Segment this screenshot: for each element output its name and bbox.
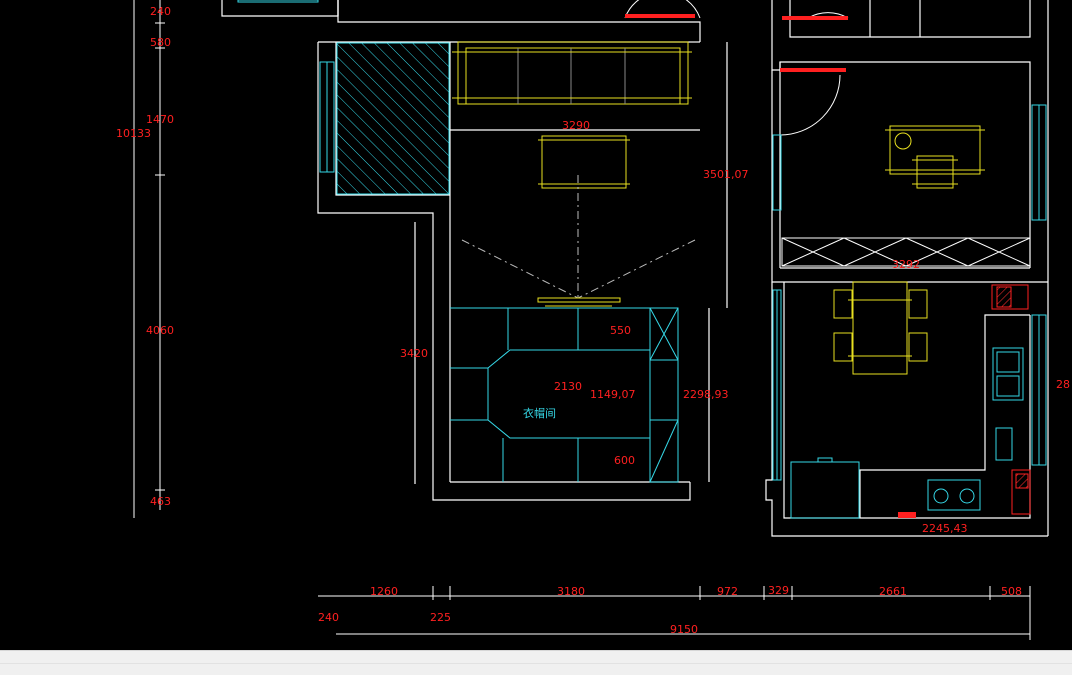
dim-closet-width: 2130: [554, 380, 582, 393]
wardrobe: [781, 237, 1031, 267]
kitchen-fixtures: [790, 284, 1031, 519]
dim-closet-top: 550: [610, 324, 631, 337]
dim-left-580: 580: [150, 36, 171, 49]
coffee-table: [538, 135, 630, 189]
walk-in-closet: [450, 307, 679, 483]
dim-left-1470: 1470: [146, 113, 174, 126]
status-bar: [0, 650, 1072, 675]
room-label-walk-in-closet: 衣帽间: [523, 406, 556, 420]
dim-bottom-240: 240: [318, 611, 339, 624]
desk-chair: [885, 125, 985, 189]
windows: [237, 0, 1047, 481]
dim-left-463: 463: [150, 495, 171, 508]
dim-sofa-width: 3290: [562, 119, 590, 132]
dim-bottom-225: 225: [430, 611, 451, 624]
dining-table: [833, 281, 928, 375]
doors: [624, 0, 849, 136]
left-dimension-axis: [133, 0, 165, 518]
drawing-canvas[interactable]: 240 580 1470 10133 4060 463 3290 3501,07…: [0, 0, 1072, 650]
dim-bottom-3180: 3180: [557, 585, 585, 598]
dim-bottom-1260: 1260: [370, 585, 398, 598]
dim-bottom-329: 329: [768, 584, 789, 597]
dim-right-edge: 28: [1056, 378, 1070, 391]
dim-living-depth: 3501,07: [703, 168, 749, 181]
sofa: [452, 41, 692, 105]
dim-bottom-508: 508: [1001, 585, 1022, 598]
dim-left-4060: 4060: [146, 324, 174, 337]
tv-cabinet: [537, 297, 621, 307]
dim-closet-mid: 1149,07: [590, 388, 636, 401]
hatched-balcony: [336, 42, 450, 195]
dim-bottom-972: 972: [717, 585, 738, 598]
dim-closet-depth: 3420: [400, 347, 428, 360]
bottom-dimension-lines: [318, 586, 1031, 640]
dimension-labels: 240 580 1470 10133 4060 463 3290 3501,07…: [116, 5, 1070, 636]
dim-closet-bottom: 600: [614, 454, 635, 467]
dim-kitchen-width: 2245,43: [922, 522, 968, 535]
dim-left-total: 10133: [116, 127, 151, 140]
dim-bottom-total: 9150: [670, 623, 698, 636]
dim-bottom-2661: 2661: [879, 585, 907, 598]
door-frames: [625, 14, 916, 518]
dim-closet-height: 2298,93: [683, 388, 729, 401]
status-bar-divider: [0, 663, 1072, 664]
tv-view-lines: [461, 175, 696, 299]
floor-plan: 240 580 1470 10133 4060 463 3290 3501,07…: [116, 0, 1070, 640]
dim-left-240: 240: [150, 5, 171, 18]
dim-kitchen-top: 3292: [892, 258, 920, 271]
